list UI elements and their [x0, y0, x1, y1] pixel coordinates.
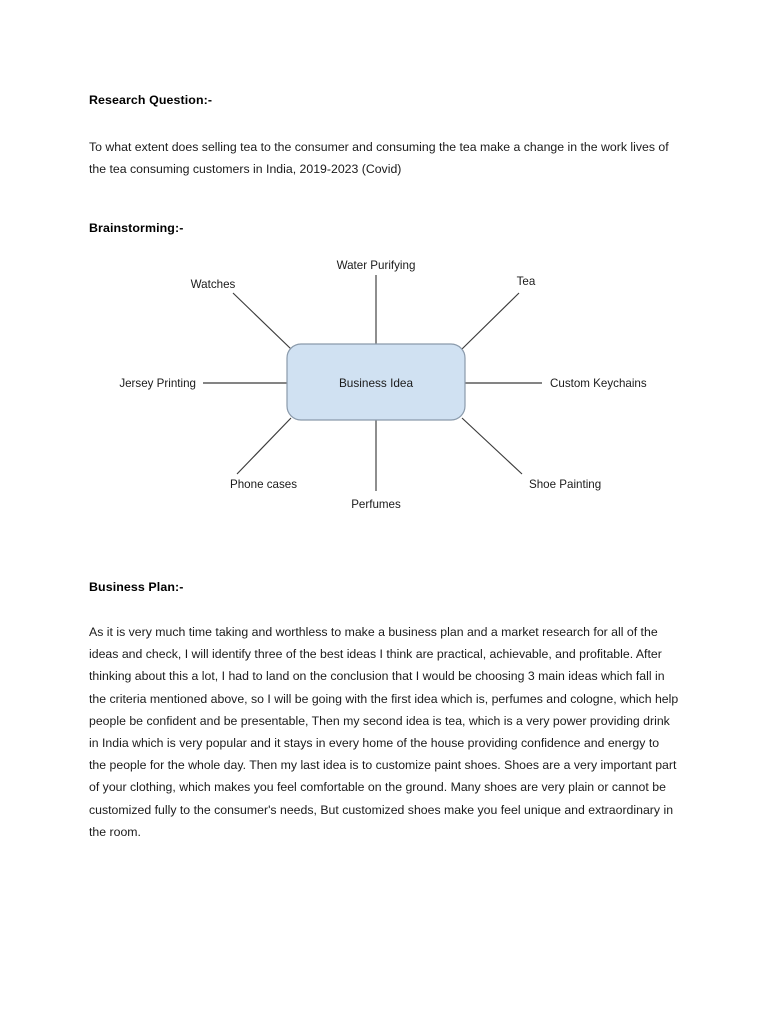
- research-question-heading: Research Question:-: [89, 93, 213, 107]
- branch-label-custom-keychains: Custom Keychains: [550, 377, 647, 390]
- brainstorming-mindmap: Business Idea Water Purifying Tea Custom…: [95, 248, 685, 523]
- branch-label-phone-cases: Phone cases: [230, 478, 297, 491]
- spoke-line-phone-cases: [236, 417, 292, 475]
- branch-label-jersey-printing: Jersey Printing: [119, 377, 196, 390]
- spoke-line-tea: [461, 292, 520, 350]
- brainstorming-heading: Brainstorming:-: [89, 221, 184, 235]
- spoke-line-watches: [232, 292, 292, 350]
- spoke-line-shoe-painting: [461, 417, 523, 475]
- branch-label-tea: Tea: [517, 275, 536, 288]
- branch-label-shoe-painting: Shoe Painting: [529, 478, 601, 491]
- research-question-text: To what extent does selling tea to the c…: [89, 140, 669, 177]
- central-node-box: [286, 343, 466, 421]
- branch-label-water-purifying: Water Purifying: [337, 259, 416, 272]
- business-plan-text: As it is very much time taking and worth…: [89, 625, 679, 839]
- branch-label-perfumes: Perfumes: [351, 498, 401, 511]
- central-node-label: Business Idea: [339, 376, 414, 390]
- business-plan-heading: Business Plan:-: [89, 580, 184, 594]
- branch-label-watches: Watches: [191, 278, 236, 291]
